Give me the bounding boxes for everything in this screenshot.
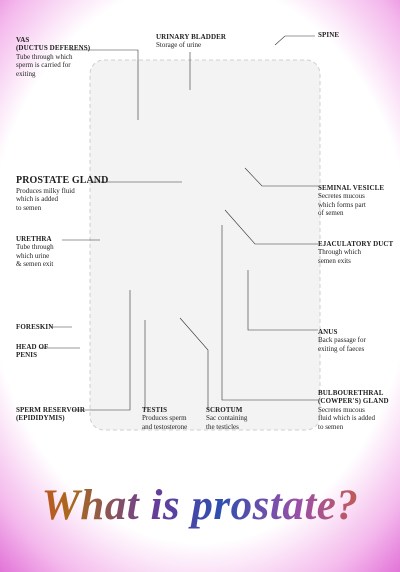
label-vas-title: VAS bbox=[16, 36, 30, 44]
label-urethra-title: URETHRA bbox=[16, 235, 52, 243]
label-spine: SPINE bbox=[318, 31, 339, 39]
label-seminal-desc-3: of semen bbox=[318, 209, 344, 218]
label-vas-desc-2: sperm is carried for bbox=[16, 61, 71, 70]
label-bulbo: BULBOURETHRAL (COWPER'S) GLAND Secretes … bbox=[318, 389, 389, 431]
label-urethra: URETHRA Tube through which urine & semen… bbox=[16, 235, 54, 269]
label-prostate-desc-3: to semen bbox=[16, 203, 42, 212]
label-bulbo-desc-3: to semen bbox=[318, 422, 344, 431]
leader-seminal bbox=[244, 167, 318, 187]
label-bulbo-desc-1: Secretes mucous bbox=[318, 405, 365, 414]
label-testis-desc-1: Produces sperm bbox=[142, 414, 187, 423]
leader-lines bbox=[40, 35, 318, 411]
label-prostate: PROSTATE GLAND Produces milky fluid whic… bbox=[16, 175, 108, 212]
label-prostate-title: PROSTATE GLAND bbox=[16, 175, 109, 186]
label-bladder: URINARY BLADDER Storage of urine bbox=[156, 33, 226, 50]
label-seminal-title: SEMINAL VESICLE bbox=[318, 184, 385, 192]
label-prostate-desc-2: which is added bbox=[16, 195, 58, 204]
leader-ejaculatory bbox=[224, 209, 318, 245]
leader-spine bbox=[274, 35, 315, 46]
label-testis-title: TESTIS bbox=[142, 406, 168, 414]
label-bulbo-title-2: (COWPER'S) GLAND bbox=[318, 397, 389, 406]
label-scrotum: SCROTUM Sac containing the testicles bbox=[206, 406, 247, 431]
leader-scrotum bbox=[179, 317, 209, 410]
label-seminal: SEMINAL VESICLE Secretes mucous which fo… bbox=[318, 184, 384, 218]
label-vas-desc-3: exiting bbox=[16, 69, 36, 78]
label-prostate-desc-1: Produces milky fluid bbox=[16, 187, 75, 195]
label-vas-title-2: (DUCTUS DEFERENS) bbox=[16, 44, 91, 53]
label-head-title-2: PENIS bbox=[16, 351, 38, 360]
label-urethra-desc-2: which urine bbox=[16, 251, 50, 260]
label-scrotum-desc-2: the testicles bbox=[206, 422, 239, 431]
label-seminal-desc-2: which forms part bbox=[318, 200, 366, 209]
label-head: HEAD OF PENIS bbox=[16, 343, 48, 360]
label-scrotum-title: SCROTUM bbox=[206, 406, 243, 414]
label-bladder-desc-1: Storage of urine bbox=[156, 41, 202, 50]
label-anus-desc-1: Back passage for bbox=[318, 336, 366, 345]
label-urethra-desc-3: & semen exit bbox=[16, 260, 54, 269]
label-foreskin-title: FORESKIN bbox=[16, 323, 54, 331]
label-urethra-desc-1: Tube through bbox=[16, 243, 54, 252]
label-bladder-title: URINARY BLADDER bbox=[156, 33, 227, 41]
label-ejaculatory-desc-1: Through which bbox=[318, 248, 361, 257]
label-head-title: HEAD OF bbox=[16, 343, 49, 351]
label-anus: ANUS Back passage for exiting of faeces bbox=[318, 328, 366, 353]
label-anus-desc-2: exiting of faeces bbox=[318, 344, 365, 353]
illustration-placeholder bbox=[89, 59, 321, 431]
label-spine-title: SPINE bbox=[318, 31, 340, 39]
leader-sperm bbox=[72, 290, 131, 411]
leader-anus bbox=[247, 270, 318, 331]
label-vas: VAS (DUCTUS DEFERENS) Tube through which… bbox=[16, 36, 90, 78]
anatomy-diagram: VAS (DUCTUS DEFERENS) Tube through which… bbox=[16, 31, 393, 431]
label-seminal-desc-1: Secretes mucous bbox=[318, 192, 365, 201]
label-sperm-title: SPERM RESERVOIR bbox=[16, 406, 85, 414]
label-sperm-title-2: (EPIDIDYMIS) bbox=[16, 414, 65, 423]
label-ejaculatory: EJACULATORY DUCT Through which semen exi… bbox=[318, 240, 393, 265]
label-bulbo-desc-2: fluid which is added bbox=[318, 414, 375, 423]
label-sperm: SPERM RESERVOIR (EPIDIDYMIS) bbox=[16, 406, 85, 423]
label-testis-desc-2: and testosterone bbox=[142, 422, 188, 431]
leader-vas bbox=[70, 49, 139, 120]
label-foreskin: FORESKIN bbox=[16, 323, 53, 331]
label-bulbo-title: BULBOURETHRAL bbox=[318, 389, 384, 397]
label-testis: TESTIS Produces sperm and testosterone bbox=[142, 406, 187, 431]
label-vas-desc-1: Tube through which bbox=[16, 52, 73, 61]
leader-bulbo bbox=[221, 225, 318, 401]
page-title: What is prostate? bbox=[0, 478, 400, 534]
label-anus-title: ANUS bbox=[318, 328, 338, 336]
label-ejaculatory-desc-2: semen exits bbox=[318, 256, 351, 265]
label-ejaculatory-title: EJACULATORY DUCT bbox=[318, 240, 394, 248]
label-scrotum-desc-1: Sac containing bbox=[206, 414, 248, 423]
